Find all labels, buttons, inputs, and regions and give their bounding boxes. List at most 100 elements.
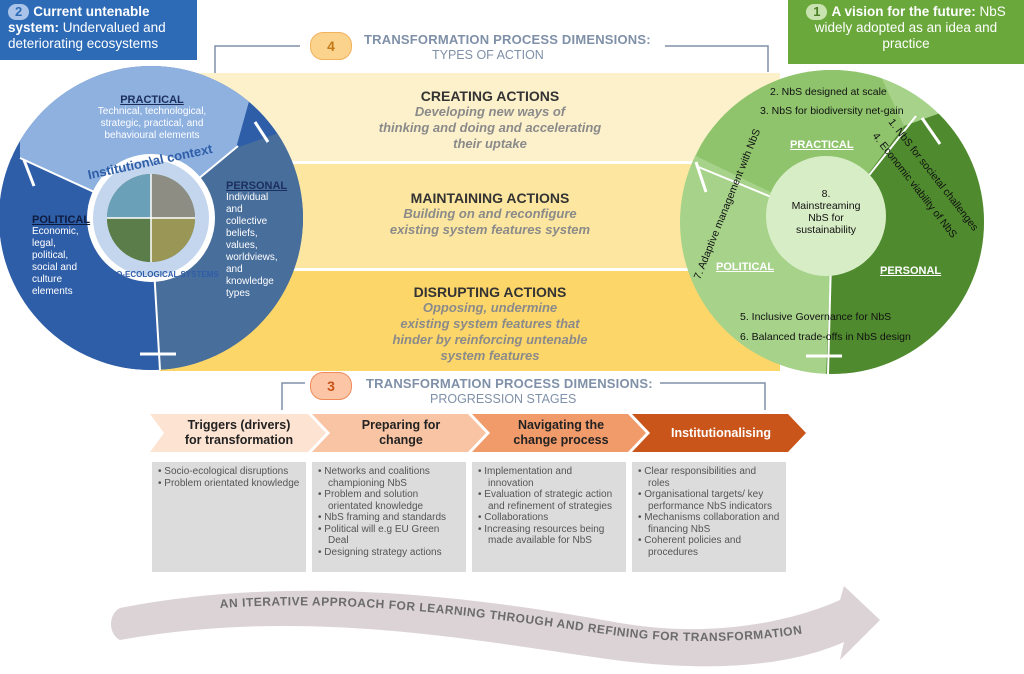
list-item: Networks and coalitions championing NbS	[318, 466, 460, 489]
center-text-3: NbS for	[808, 212, 844, 224]
personal-text-8: knowledge	[226, 276, 274, 287]
stage-1-title-1: Triggers (drivers)	[187, 418, 291, 432]
stage-triggers: Triggers (drivers)for transformation	[164, 414, 314, 452]
political-text-2: legal,	[32, 238, 56, 249]
personal-text-2: and	[226, 204, 243, 215]
left-circle-diagram: Institution\al context OF SOCIO-ECOLOGIC…	[0, 66, 303, 371]
list-item: Problem and solution orientated knowledg…	[318, 489, 460, 512]
creating-sub-1: Developing new ways of	[414, 104, 566, 119]
personal-text-3: collective	[226, 216, 268, 227]
disrupting-sub-4: system features	[440, 348, 540, 363]
disrupting-sub-1: Opposing, undermine	[422, 300, 558, 315]
right-personal-label: PERSONAL	[880, 265, 942, 277]
political-text-3: political,	[32, 250, 69, 261]
center-text-1: 8.	[821, 188, 831, 200]
personal-text-5: values,	[226, 240, 258, 251]
vision-desc: NbS widely adopted as an idea and practi…	[814, 4, 1006, 51]
center-text-2: Mainstreaming	[791, 200, 861, 212]
right-practical-label: PRACTICAL	[790, 139, 854, 151]
maintaining-sub-2: existing system features system	[389, 222, 591, 237]
personal-title: PERSONAL	[226, 180, 288, 192]
stage-3-list: Implementation and innovation Evaluation…	[472, 462, 626, 572]
practical-section: PRACTICAL Technical, technological, stra…	[82, 94, 222, 142]
list-item: Political will e.g EU Green Deal	[318, 524, 460, 547]
stage-4-title-1: Institutionalising	[671, 425, 771, 440]
maintaining-actions: MAINTAINING ACTIONS Building on and reco…	[330, 190, 650, 238]
right-political-label: POLITICAL	[716, 261, 775, 273]
context-bottom-label: OF SOCIO-ECOLOGICAL SYSTEMS	[83, 270, 219, 279]
list-item: Implementation and innovation	[478, 466, 620, 489]
personal-section: PERSONAL Individual and collective belie…	[226, 180, 306, 300]
list-item: Evaluation of strategic action and refin…	[478, 489, 620, 512]
stage-4-list: Clear responsibilities and roles Organis…	[632, 462, 786, 572]
right-item-6: 6. Balanced trade-offs in NbS design	[740, 331, 911, 343]
step-number-4: 4	[310, 32, 352, 60]
current-system-title: Current untenable system:	[8, 4, 150, 35]
disrupting-sub-2: existing system features that	[400, 316, 580, 331]
stage-2-title-1: Preparing for	[361, 418, 441, 432]
maintaining-sub-1: Building on and reconfigure	[403, 206, 577, 221]
types-subtitle: TYPES OF ACTION	[432, 48, 544, 62]
stage-1-title-2: for transformation	[184, 433, 294, 447]
stage-3-title-2: change process	[513, 433, 609, 447]
right-item-3: 3. NbS for biodiversity net-gain	[760, 105, 904, 117]
disrupting-title: DISRUPTING ACTIONS	[413, 284, 567, 300]
stage-2-title-2: change	[379, 433, 423, 447]
right-item-2: 2. NbS designed at scale	[770, 86, 887, 98]
step-number-3: 3	[310, 372, 352, 400]
list-item: Coherent policies and procedures	[638, 535, 780, 558]
list-item: Organisational targets/ key performance …	[638, 489, 780, 512]
right-double-arrows	[694, 117, 942, 358]
stage-chevrons	[150, 414, 806, 452]
stage-institutionalising: Institutionalising	[648, 414, 794, 452]
political-text-4: social and	[32, 262, 78, 273]
current-system-desc: Undervalued and deteriorating ecosystems	[8, 20, 166, 51]
political-title: POLITICAL	[32, 214, 91, 226]
right-circle-diagram: 1. NbS for societal challenges 4. Econom…	[680, 70, 984, 375]
stage-1-list: Socio-ecological disruptions Problem ori…	[152, 462, 306, 572]
practical-text-1: Technical, technological,	[97, 106, 207, 117]
list-item: Designing strategy actions	[318, 547, 460, 559]
personal-text-4: beliefs,	[226, 228, 258, 239]
step-number-1: 1	[806, 4, 828, 20]
list-item: NbS framing and standards	[318, 512, 460, 524]
step-number-2: 2	[8, 4, 30, 20]
personal-text-1: Individual	[226, 192, 269, 203]
list-item: Increasing resources being made availabl…	[478, 524, 620, 547]
left-double-arrows	[22, 121, 270, 356]
political-text-5: culture	[32, 274, 63, 285]
list-item: Problem orientated knowledge	[158, 478, 300, 490]
iterative-arrow: AN ITERATIVE APPROACH FOR LEARNING THROU…	[111, 586, 880, 667]
stage-2-list: Networks and coalitions championing NbS …	[312, 462, 466, 572]
practical-text-2: strategic, practical, and	[100, 118, 204, 129]
creating-sub-3: their uptake	[453, 136, 527, 151]
progression-title: TRANSFORMATION PROCESS DIMENSIONS:	[366, 376, 653, 391]
political-text-6: elements	[32, 286, 73, 297]
vision-title: A vision for the future:	[831, 4, 976, 19]
center-text-4: sustainability	[795, 224, 857, 236]
list-item: Socio-ecological disruptions	[158, 466, 300, 478]
mainstreaming-center: 8. Mainstreaming NbS for sustainability	[776, 188, 876, 236]
creating-sub-2: thinking and doing and accelerating	[378, 120, 602, 135]
maintaining-title: MAINTAINING ACTIONS	[410, 190, 570, 206]
creating-actions: CREATING ACTIONS Developing new ways of …	[330, 88, 650, 152]
progression-subtitle: PROGRESSION STAGES	[430, 392, 577, 406]
practical-text-3: behavioural elements	[104, 130, 200, 141]
political-section: POLITICAL Economic, legal, political, so…	[32, 214, 112, 298]
practical-title: PRACTICAL	[120, 94, 184, 106]
list-item: Mechanisms collaboration and financing N…	[638, 512, 780, 535]
list-item: Clear responsibilities and roles	[638, 466, 780, 489]
right-item-5: 5. Inclusive Governance for NbS	[740, 311, 892, 323]
list-item: Collaborations	[478, 512, 620, 524]
personal-text-6: worldviews,	[226, 252, 278, 263]
personal-text-7: and	[226, 264, 243, 275]
personal-text-9: types	[226, 288, 250, 299]
disrupting-sub-3: hinder by reinforcing untenable	[392, 332, 588, 347]
types-title: TRANSFORMATION PROCESS DIMENSIONS:	[364, 32, 651, 47]
stage-3-title-1: Navigating the	[517, 418, 605, 432]
creating-title: CREATING ACTIONS	[420, 88, 560, 104]
